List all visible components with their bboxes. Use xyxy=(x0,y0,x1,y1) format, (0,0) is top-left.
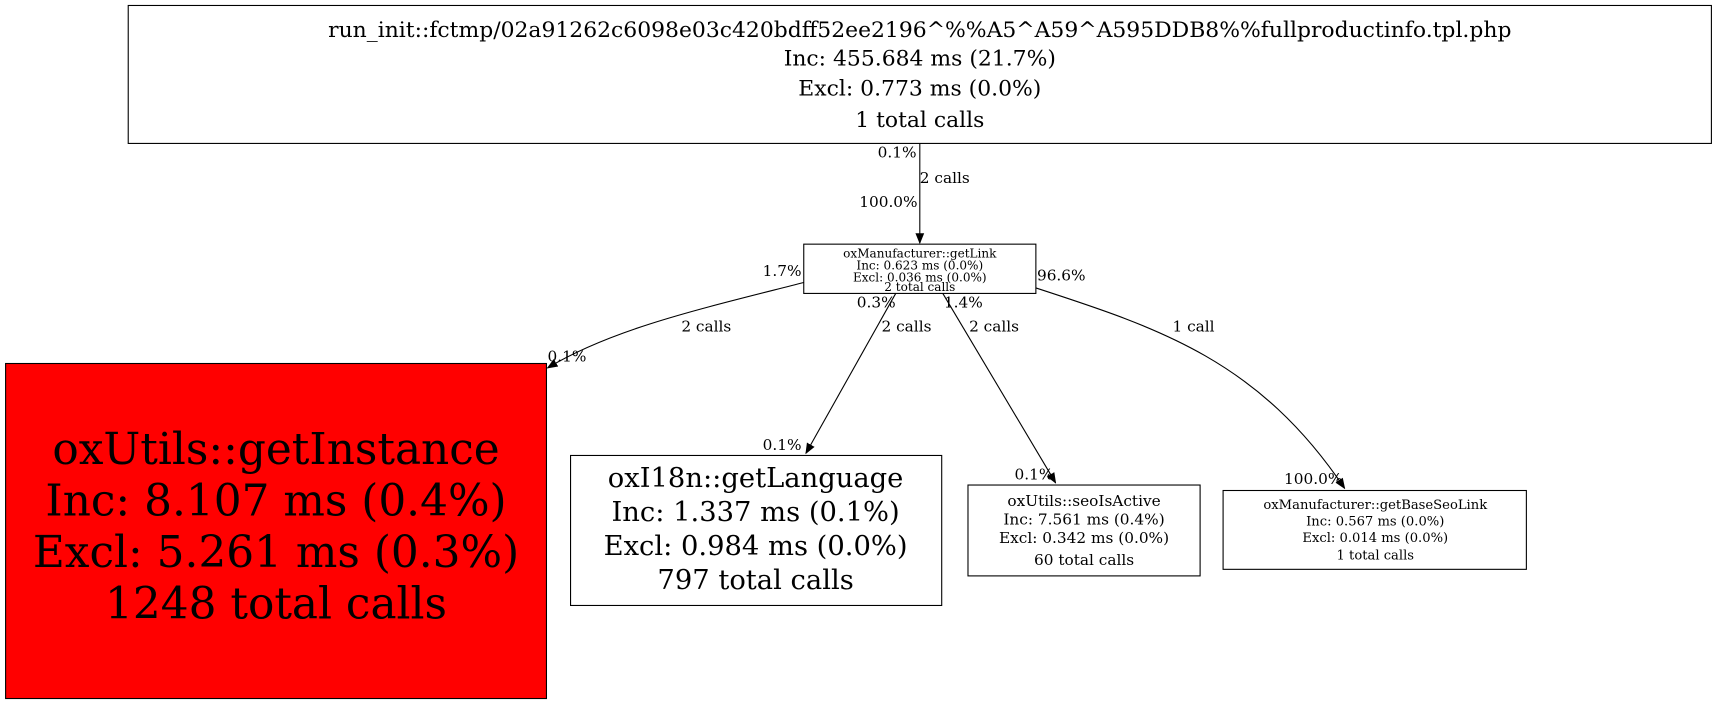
node-name: oxManufacturer::getLink xyxy=(843,246,997,260)
edge-calls-label: 2 calls xyxy=(969,318,1019,336)
node-excl: Excl: 0.036 ms (0.0%) xyxy=(853,270,987,284)
node-name: oxManufacturer::getBaseSeoLink xyxy=(1263,498,1488,513)
node-inc: Inc: 0.623 ms (0.0%) xyxy=(856,258,983,272)
node-box xyxy=(1222,489,1527,570)
edge-getlink-to-getlanguage: 0.3% 2 calls 0.1% xyxy=(763,293,932,455)
edge-getlink-to-getinstance: 1.7% 2 calls 0.1% xyxy=(546,262,804,369)
edge-calls-label: 1 call xyxy=(1172,318,1214,336)
edge-getlink-to-seoisactive: 1.4% 2 calls 0.1% xyxy=(942,293,1057,484)
node-name: oxI18n::getLanguage xyxy=(608,463,904,494)
edge-head-label: 0.1% xyxy=(1014,466,1053,484)
edge-head-label: 0.1% xyxy=(763,436,802,454)
node-seoisactive[interactable]: oxUtils::seoIsActive Inc: 7.561 ms (0.4%… xyxy=(967,484,1201,577)
node-name: run_init::fctmp/02a91262c6098e03c420bdff… xyxy=(328,18,1511,43)
node-name: oxUtils::seoIsActive xyxy=(1007,492,1160,510)
node-calls: 1 total calls xyxy=(855,108,984,133)
node-calls: 60 total calls xyxy=(1034,551,1134,569)
edge-run-init-to-getlink: 0.1% 2 calls 100.0% xyxy=(859,143,970,245)
node-getlink[interactable]: oxManufacturer::getLink Inc: 0.623 ms (0… xyxy=(803,243,1037,294)
node-box xyxy=(967,484,1201,577)
edge-calls-label: 2 calls xyxy=(681,318,731,336)
edge-tail-label: 96.6% xyxy=(1037,266,1086,284)
node-getlanguage[interactable]: oxI18n::getLanguage Inc: 1.337 ms (0.1%)… xyxy=(570,454,943,607)
node-getbaseseolink[interactable]: oxManufacturer::getBaseSeoLink Inc: 0.56… xyxy=(1222,489,1527,570)
node-inc: Inc: 8.107 ms (0.4%) xyxy=(45,476,506,527)
node-name: oxUtils::getInstance xyxy=(52,424,499,475)
node-box xyxy=(5,362,548,700)
node-inc: Inc: 455.684 ms (21.7%) xyxy=(784,47,1056,72)
node-inc: Inc: 7.561 ms (0.4%) xyxy=(1003,510,1164,528)
edge-calls-label: 2 calls xyxy=(920,169,970,187)
node-run-init[interactable]: run_init::fctmp/02a91262c6098e03c420bdff… xyxy=(127,4,1712,144)
edge-head-label: 100.0% xyxy=(859,193,917,211)
node-calls: 1248 total calls xyxy=(105,579,447,630)
edge-calls-label: 2 calls xyxy=(881,318,931,336)
node-calls: 2 total calls xyxy=(884,280,955,294)
node-excl: Excl: 0.342 ms (0.0%) xyxy=(999,529,1169,547)
edge-head-label: 0.1% xyxy=(548,347,587,365)
node-calls: 797 total calls xyxy=(657,565,853,596)
edge-tail-label: 1.4% xyxy=(944,294,983,312)
node-box xyxy=(127,4,1712,144)
edge-line xyxy=(805,293,897,455)
edge-line xyxy=(942,293,1057,484)
node-excl: Excl: 0.773 ms (0.0%) xyxy=(798,76,1041,101)
node-inc: Inc: 0.567 ms (0.0%) xyxy=(1306,515,1444,530)
edge-tail-label: 0.1% xyxy=(878,144,917,162)
edge-getlink-to-getbaseseolink: 96.6% 1 call 100.0% xyxy=(1035,266,1346,490)
node-excl: Excl: 5.261 ms (0.3%) xyxy=(33,527,519,578)
edge-line xyxy=(546,281,804,369)
node-excl: Excl: 0.014 ms (0.0%) xyxy=(1302,531,1448,546)
node-inc: Inc: 1.337 ms (0.1%) xyxy=(611,497,899,528)
node-box xyxy=(570,454,943,607)
edge-line xyxy=(1035,287,1346,490)
node-calls: 1 total calls xyxy=(1337,548,1415,563)
edge-head-label: 100.0% xyxy=(1284,470,1342,488)
node-box xyxy=(803,243,1037,294)
node-getinstance[interactable]: oxUtils::getInstance Inc: 8.107 ms (0.4%… xyxy=(5,362,548,700)
edge-tail-label: 1.7% xyxy=(763,262,802,280)
node-excl: Excl: 0.984 ms (0.0%) xyxy=(604,531,908,562)
edge-tail-label: 0.3% xyxy=(857,294,896,312)
